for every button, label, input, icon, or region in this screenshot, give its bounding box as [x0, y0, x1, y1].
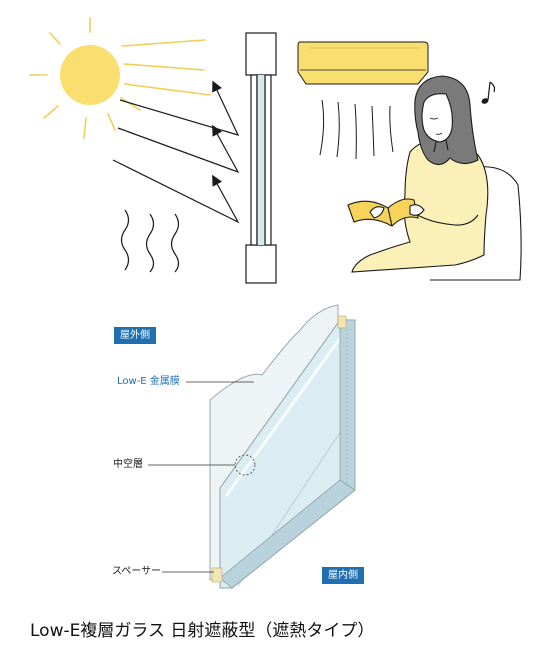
spacer-label: スペーサー	[112, 566, 162, 577]
diagram-caption: Low-E複層ガラス 日射遮蔽型（遮熱タイプ）	[30, 621, 375, 641]
low-e-film-label: Low-E 金属膜	[117, 376, 180, 387]
air-layer-marker	[234, 454, 256, 476]
spacer-block	[337, 315, 347, 329]
sun-icon	[29, 17, 211, 139]
cool-air-lines	[319, 99, 394, 160]
woman-reading	[347, 75, 489, 273]
indoor-side-tag: 屋内側	[322, 567, 364, 584]
air-layer-label: 中空層	[113, 459, 143, 470]
window-frame-section	[245, 32, 277, 284]
heat-wave-lines	[120, 209, 180, 273]
reflected-ray-arrows	[112, 80, 240, 224]
double-glazing-diagram	[209, 304, 356, 589]
air-conditioner-icon	[297, 41, 429, 85]
leader-lines	[148, 381, 254, 573]
music-note-icon	[481, 81, 496, 104]
outdoor-side-tag: 屋外側	[114, 327, 156, 344]
